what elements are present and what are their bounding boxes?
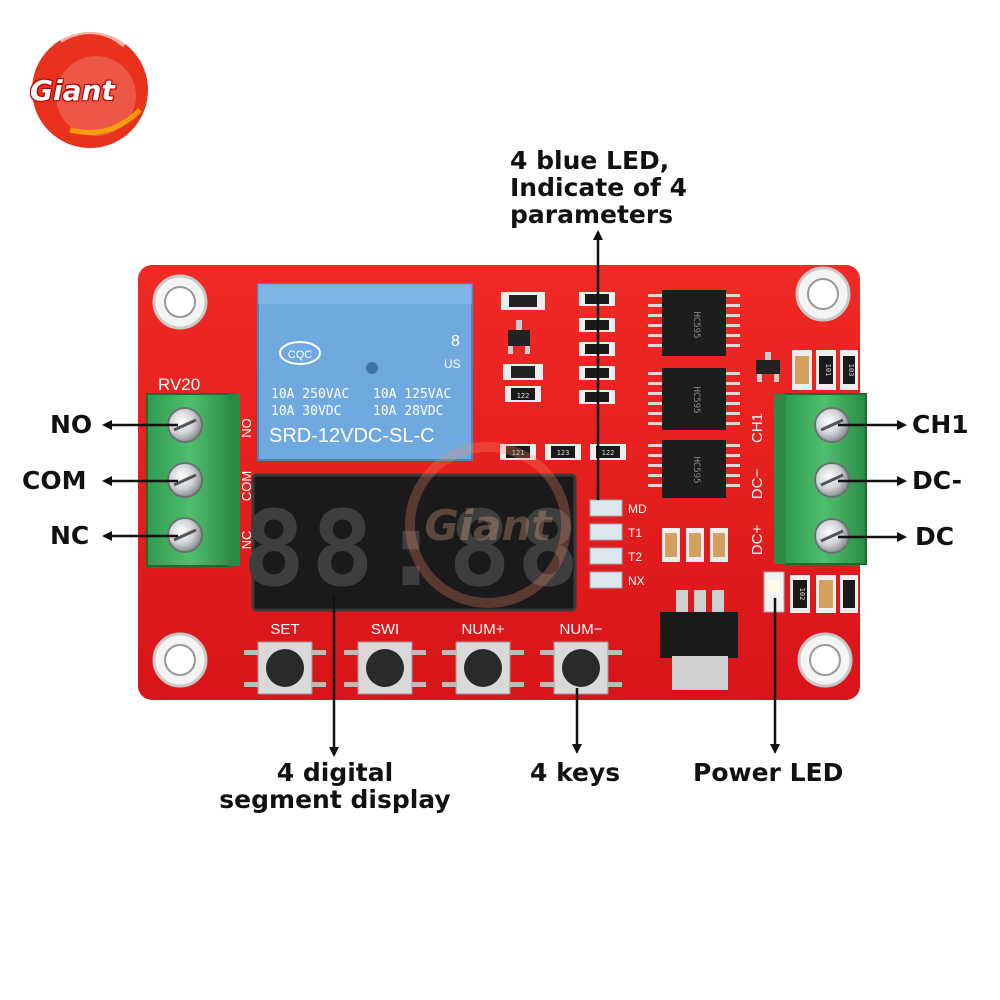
label-no: NO (50, 410, 93, 439)
key-num-plus (442, 641, 524, 695)
label-dc: DC (915, 522, 955, 551)
label-segment-display-line: 4 digital (276, 758, 394, 787)
mounting-hole (795, 266, 851, 322)
silk-rv20: RV20 (158, 375, 200, 394)
smd-code: 121 (512, 449, 525, 457)
terminal-block-left (146, 393, 240, 567)
smd-code: 122 (602, 449, 615, 457)
voltage-regulator (660, 590, 738, 690)
silk-ch1: CH1 (749, 413, 766, 443)
silk-dc-minus: DC− (749, 469, 766, 500)
chip-label: HC595 (691, 456, 701, 483)
label-blue-led-line: Indicate of 4 (510, 173, 688, 202)
label-ch1: CH1 (912, 410, 969, 439)
silk-nx: NX (628, 574, 645, 588)
relay-cert-marks: CQC (288, 349, 313, 361)
display-digits: 88:88 (242, 488, 585, 610)
relay-rating: 10A 125VAC (373, 387, 451, 402)
label-nc: NC (50, 521, 90, 550)
label-segment-display-line: segment display (219, 785, 451, 814)
silk-t2: T2 (628, 550, 642, 564)
relay-rating: 10A 30VDC (271, 404, 341, 419)
screw (167, 517, 203, 553)
mounting-hole (797, 632, 853, 688)
chip-label: HC595 (691, 386, 701, 413)
smd-capacitor-row: 102 (790, 575, 858, 613)
key-swi (344, 641, 426, 695)
smd-resistor: 122 (590, 444, 626, 460)
transistor (508, 320, 530, 354)
relay-model: SRD-12VDC-SL-C (269, 425, 435, 447)
smd-component (503, 364, 543, 380)
indicator-led-nx (589, 571, 623, 589)
smd-capacitor-row (662, 528, 728, 562)
silk-md: MD (628, 502, 647, 516)
watermark-logo: Giant (405, 442, 571, 608)
indicator-led-md (589, 499, 623, 517)
ic-chip: HC595 (662, 440, 726, 498)
transistor (756, 352, 780, 382)
chip-label: HC595 (691, 311, 701, 338)
relay-rating: 10A 250VAC (271, 387, 349, 402)
smd-code: 103 (847, 364, 855, 377)
callout-arrows (102, 230, 907, 757)
smd-capacitor-row: 101 103 (792, 350, 858, 390)
key-set (244, 641, 326, 695)
power-led (763, 571, 785, 613)
smd-component (501, 292, 545, 310)
smd-code: 101 (824, 364, 832, 377)
indicator-led-t2 (589, 547, 623, 565)
smd-resistor: 121 (500, 444, 536, 460)
relay: CQC 8 US 10A 250VAC 10A 125VAC 10A 30VDC… (257, 283, 473, 461)
ic-chip: HC595 (662, 290, 726, 356)
mounting-hole (152, 632, 208, 688)
terminal-block-right (774, 393, 867, 565)
label-blue-led: 4 blue LED, Indicate of 4 parameters (510, 147, 687, 228)
screw (814, 407, 850, 443)
key-num-minus (540, 641, 622, 695)
silk-t1: T1 (628, 526, 642, 540)
silk-com: COM (239, 471, 254, 501)
label-power-led: Power LED (693, 758, 844, 787)
silk-set: SET (270, 621, 299, 638)
silk-swi: SWI (371, 621, 399, 638)
silk-no: NO (239, 418, 254, 438)
relay-rating: 10A 28VDC (373, 404, 443, 419)
logo-text: Giant (30, 74, 115, 107)
watermark-text: Giant (424, 501, 553, 550)
relay-ul-mark: US (444, 357, 461, 371)
giant-logo (32, 28, 148, 148)
label-blue-led-line: 4 blue LED, (510, 146, 670, 175)
silk-nc: NC (239, 531, 254, 550)
silk-dc-plus: DC+ (749, 525, 766, 556)
pcb-board: CQC 8 US 10A 250VAC 10A 125VAC 10A 30VDC… (138, 265, 867, 700)
mounting-hole (152, 274, 208, 330)
label-com: COM (22, 466, 87, 495)
label-dc-minus: DC- (912, 466, 963, 495)
smd-code: 102 (798, 588, 806, 601)
seven-segment-display: 88:88 (242, 473, 585, 612)
silk-num-plus: NUM+ (462, 621, 505, 638)
smd-code: 122 (517, 392, 530, 400)
smd-code: 123 (557, 449, 570, 457)
silk-num-minus: NUM− (560, 621, 603, 638)
smd-resistor: 123 (545, 444, 581, 460)
relay-cert-number: 8 (451, 333, 460, 350)
smd-resistor: 122 (505, 386, 541, 402)
label-keys: 4 keys (530, 758, 621, 787)
indicator-led-t1 (589, 523, 623, 541)
indicator-led-group (589, 499, 623, 589)
label-segment-display: 4 digital segment display (212, 759, 458, 813)
label-blue-led-line: parameters (510, 200, 674, 229)
ic-chip: HC595 (662, 368, 726, 430)
